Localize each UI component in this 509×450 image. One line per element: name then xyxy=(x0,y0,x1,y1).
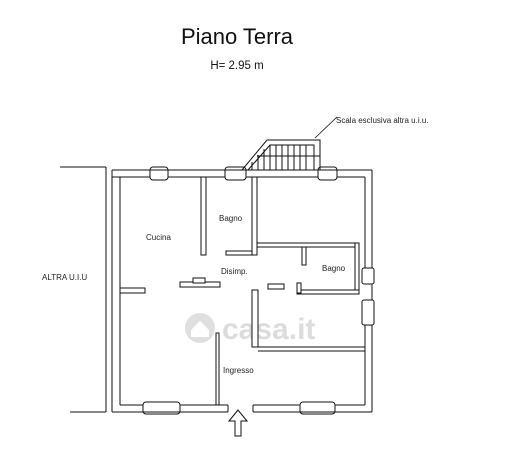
watermark: casa.it xyxy=(185,313,315,346)
room-label-entrance: Ingresso xyxy=(223,366,254,375)
room-label-bath-2: Bagno xyxy=(322,264,346,273)
room-label-bath-1: Bagno xyxy=(219,214,243,223)
neighbor-label: ALTRA U.I.U xyxy=(42,273,87,282)
exterior-stair xyxy=(241,139,321,171)
room-label-kitchen: Cucina xyxy=(146,233,171,242)
plan-title: Piano Terra xyxy=(181,24,294,49)
windows xyxy=(140,166,375,415)
neighbor-boundary xyxy=(60,166,107,413)
exterior-walls xyxy=(111,169,373,413)
house-logo-icon xyxy=(185,313,215,343)
arrow-up-icon xyxy=(227,409,249,437)
interior-walls xyxy=(119,176,365,406)
stair-leader xyxy=(314,116,338,139)
room-label-hallway: Disimp. xyxy=(221,267,248,276)
watermark-text: casa.it xyxy=(222,313,315,346)
height-label: H= 2.95 m xyxy=(210,60,263,72)
stair-note: Scala esclusiva altra u.i.u. xyxy=(336,116,429,125)
